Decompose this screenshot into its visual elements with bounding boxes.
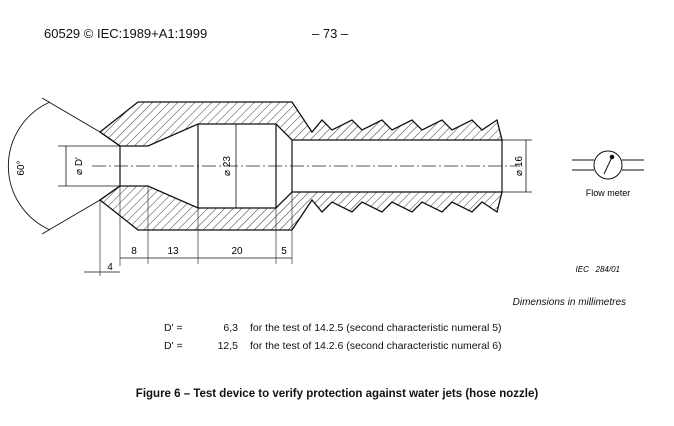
angle-label: 60° [16,160,27,175]
dim-8: 8 [131,246,137,257]
hose-nozzle-drawing: 60° ⌀ D' ⌀ 23 ⌀ 16 4 8 13 20 5 [7,97,644,276]
dim-5: 5 [281,246,287,257]
dim-4: 4 [107,262,113,273]
d-value: 12,5 [217,340,238,352]
d-symbol: D' = [164,322,183,334]
dim-20: 20 [231,246,243,257]
d-description: for the test of 14.2.6 (second character… [250,340,502,352]
d-value: 6,3 [223,322,238,334]
d-symbol: D' = [164,340,183,352]
page-number: – 73 – [312,26,349,41]
outlet-diameter-label: ⌀ 16 [514,156,525,176]
nozzle-wall-bottom [98,185,503,231]
d-description: for the test of 14.2.5 (second character… [250,322,502,334]
units-note: Dimensions in millimetres [512,297,626,308]
figure-caption: Figure 6 – Test device to verify protect… [135,388,539,400]
mid-diameter-label: ⌀ 23 [222,156,233,176]
iec-reference: IEC 284/01 [576,265,620,274]
dim-13: 13 [167,246,179,257]
nozzle-wall-top [98,101,503,147]
d-value-line: D' = 12,5 for the test of 14.2.6 (second c… [164,340,502,352]
inner-diameter-label: ⌀ D' [74,157,85,175]
standard-reference: 60529 © IEC:1989+A1:1999 [44,26,208,41]
flow-meter-icon [572,150,644,180]
d-value-line: D' = 6,3 for the test of 14.2.5 (second ch… [164,322,502,334]
flow-meter-label: Flow meter [586,188,631,198]
